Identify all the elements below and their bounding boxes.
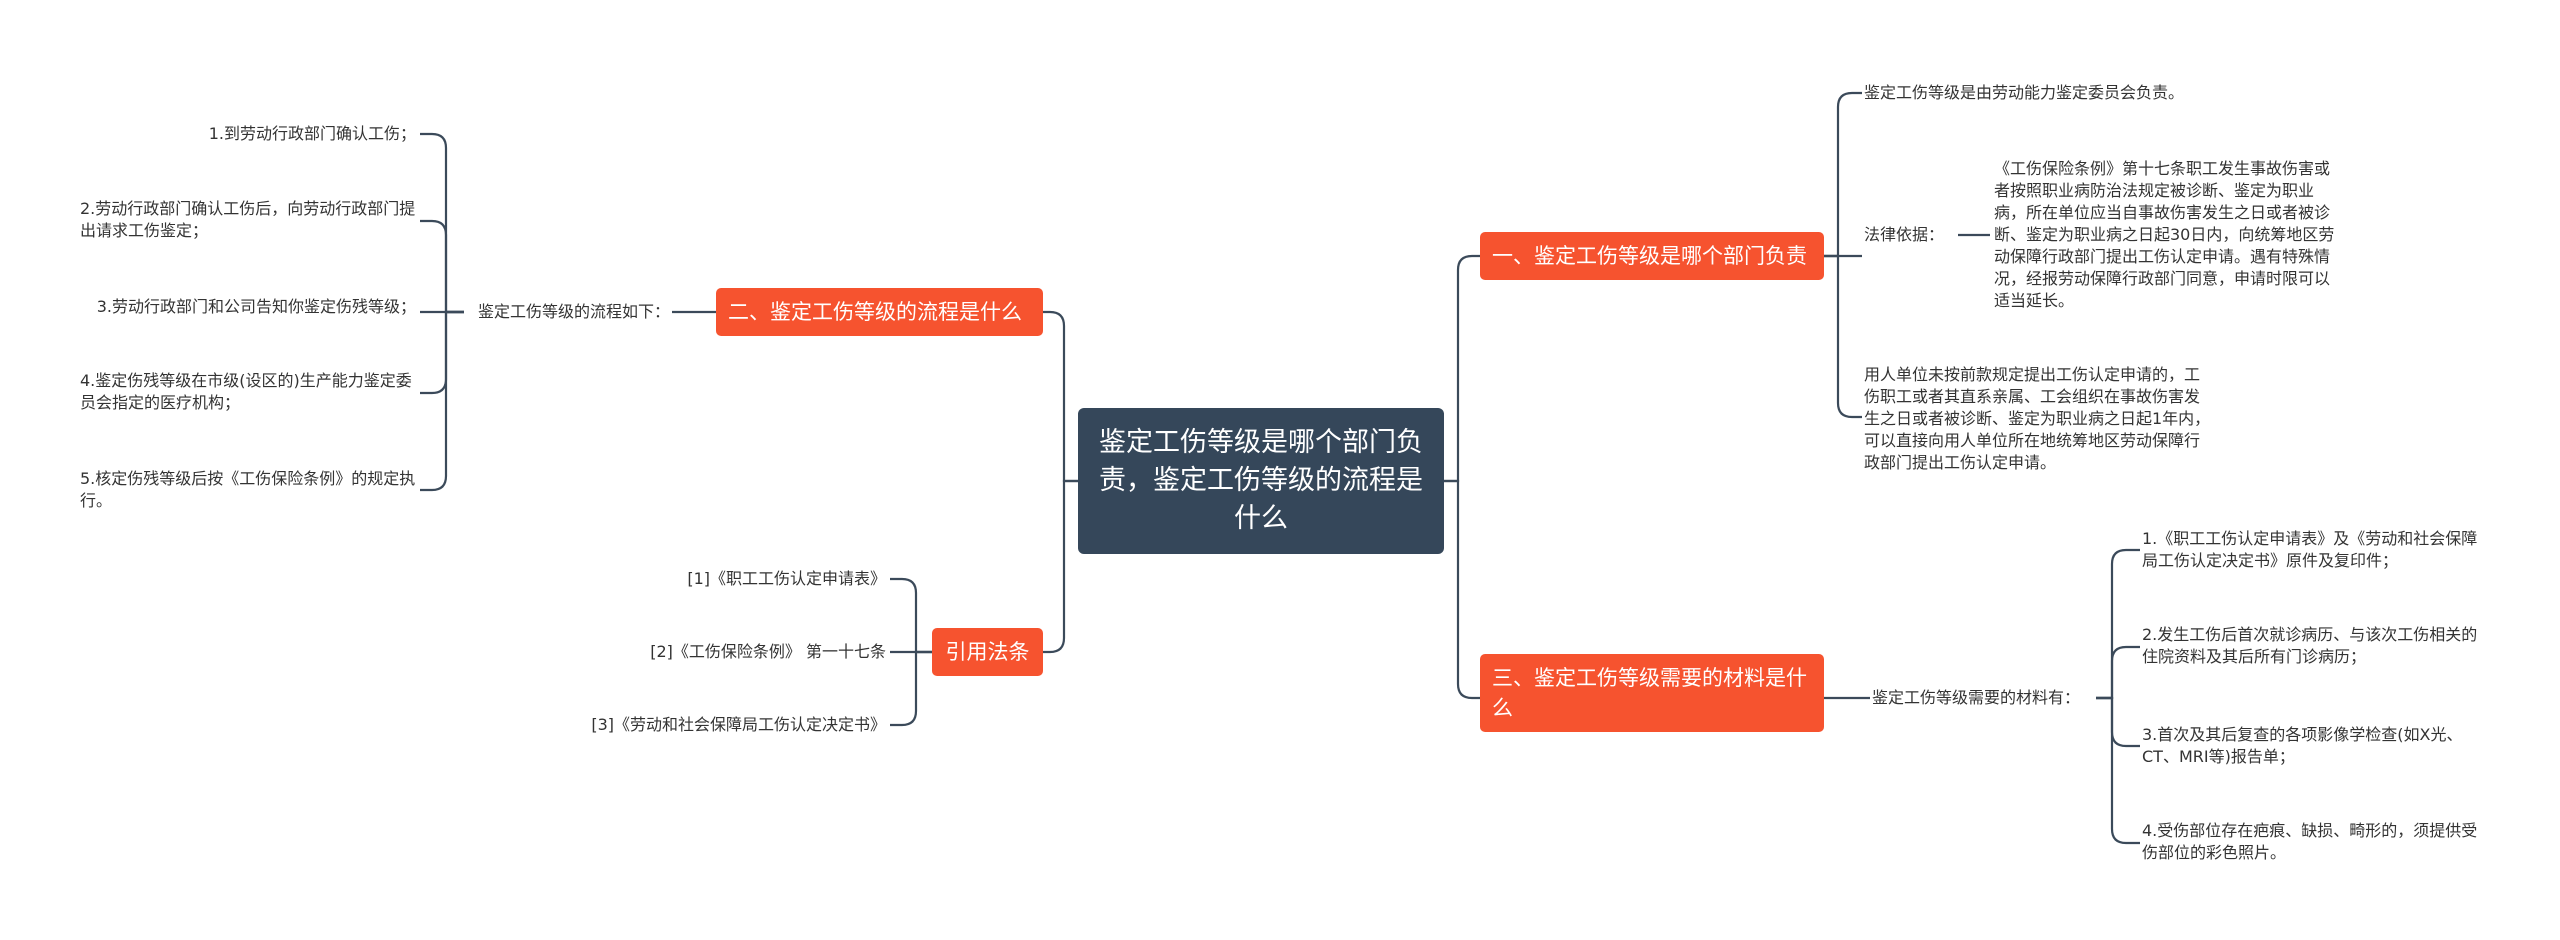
leaf-process-step-1: 1.到劳动行政部门确认工伤； xyxy=(208,124,416,143)
branch-process-label: 二、鉴定工伤等级的流程是什么 xyxy=(728,300,1022,324)
leaf-material-4: 4.受伤部位存在疤痕、缺损、畸形的，须提供受伤部位的彩色照片。 xyxy=(2142,821,2478,862)
link-root-b1 xyxy=(1444,254,1480,483)
link-b4-i3 xyxy=(890,650,932,727)
link-mid2-i5 xyxy=(420,310,464,492)
leaf-process-step-3: 3.劳动行政部门和公司告知你鉴定伤残等级； xyxy=(96,297,416,316)
link-root-b2 xyxy=(1043,310,1078,483)
link-root-b3 xyxy=(1444,479,1480,700)
link-b4-i1 xyxy=(890,577,932,654)
branch-materials-label: 三、鉴定工伤等级需要的材料是什么 xyxy=(1492,666,1807,720)
link-mid-i4 xyxy=(2096,696,2140,845)
leaf-reference-2: [2]《工伤保险条例》 第一十七条 xyxy=(650,642,886,661)
branch-department[interactable]: 一、鉴定工伤等级是哪个部门负责 xyxy=(1480,232,1824,280)
link-mid2-i1 xyxy=(420,132,464,314)
link-b1-t3 xyxy=(1824,254,1862,419)
leaf-material-1: 1.《职工工伤认定申请表》及《劳动和社会保障局工伤认定决定书》原件及复印件； xyxy=(2142,529,2478,570)
branch-department-label: 一、鉴定工伤等级是哪个部门负责 xyxy=(1492,244,1807,268)
leaf-material-3: 3.首次及其后复查的各项影像学检查(如X光、CT、MRI等)报告单； xyxy=(2142,725,2463,766)
root-topic[interactable]: 鉴定工伤等级是哪个部门负责，鉴定工伤等级的流程是什么 xyxy=(1078,408,1444,554)
leaf-department-answer: 鉴定工伤等级是由劳动能力鉴定委员会负责。 xyxy=(1864,83,2185,102)
branch-references-label: 引用法条 xyxy=(945,640,1030,664)
leaf-employer-rule: 用人单位未按前款规定提出工伤认定申请的，工伤职工或者其直系亲属、工会组织在事故伤… xyxy=(1864,365,2211,472)
leaf-process-step-5: 5.核定伤残等级后按《工伤保险条例》的规定执行。 xyxy=(80,469,416,510)
leaf-process-step-2: 2.劳动行政部门确认工伤后，向劳动行政部门提出请求工伤鉴定； xyxy=(80,199,416,240)
leaf-reference-1: [1]《职工工伤认定申请表》 xyxy=(687,569,886,588)
leaf-process-intro: 鉴定工伤等级的流程如下： xyxy=(477,302,670,321)
branch-references[interactable]: 引用法条 xyxy=(932,628,1043,676)
leaf-material-2: 2.发生工伤后首次就诊病历、与该次工伤相关的住院资料及其后所有门诊病历； xyxy=(2142,625,2478,666)
link-b1-t1 xyxy=(1824,91,1862,258)
link-root-b4 xyxy=(1043,479,1078,654)
leaf-reference-3: [3]《劳动和社会保障局工伤认定决定书》 xyxy=(591,715,886,734)
leaf-legal-basis-text: 《工伤保险条例》第十七条职工发生事故伤害或者按照职业病防治法规定被诊断、鉴定为职… xyxy=(1994,159,2335,310)
link-mid-i2 xyxy=(2096,645,2140,700)
root-topic-text: 鉴定工伤等级是哪个部门负责，鉴定工伤等级的流程是什么 xyxy=(1099,427,1423,534)
leaf-materials-intro: 鉴定工伤等级需要的材料有： xyxy=(1872,688,2081,707)
link-mid2-i2 xyxy=(420,219,464,314)
link-mid2-i4 xyxy=(420,310,464,395)
link-mid-i1 xyxy=(2096,548,2140,700)
link-mid-i3 xyxy=(2096,696,2140,748)
branch-process[interactable]: 二、鉴定工伤等级的流程是什么 xyxy=(716,288,1043,336)
leaf-process-step-4: 4.鉴定伤残等级在市级(设区的)生产能力鉴定委员会指定的医疗机构； xyxy=(80,371,412,412)
branch-materials[interactable]: 三、鉴定工伤等级需要的材料是什么 xyxy=(1480,654,1824,732)
leaf-legal-basis-label: 法律依据： xyxy=(1864,225,1945,244)
